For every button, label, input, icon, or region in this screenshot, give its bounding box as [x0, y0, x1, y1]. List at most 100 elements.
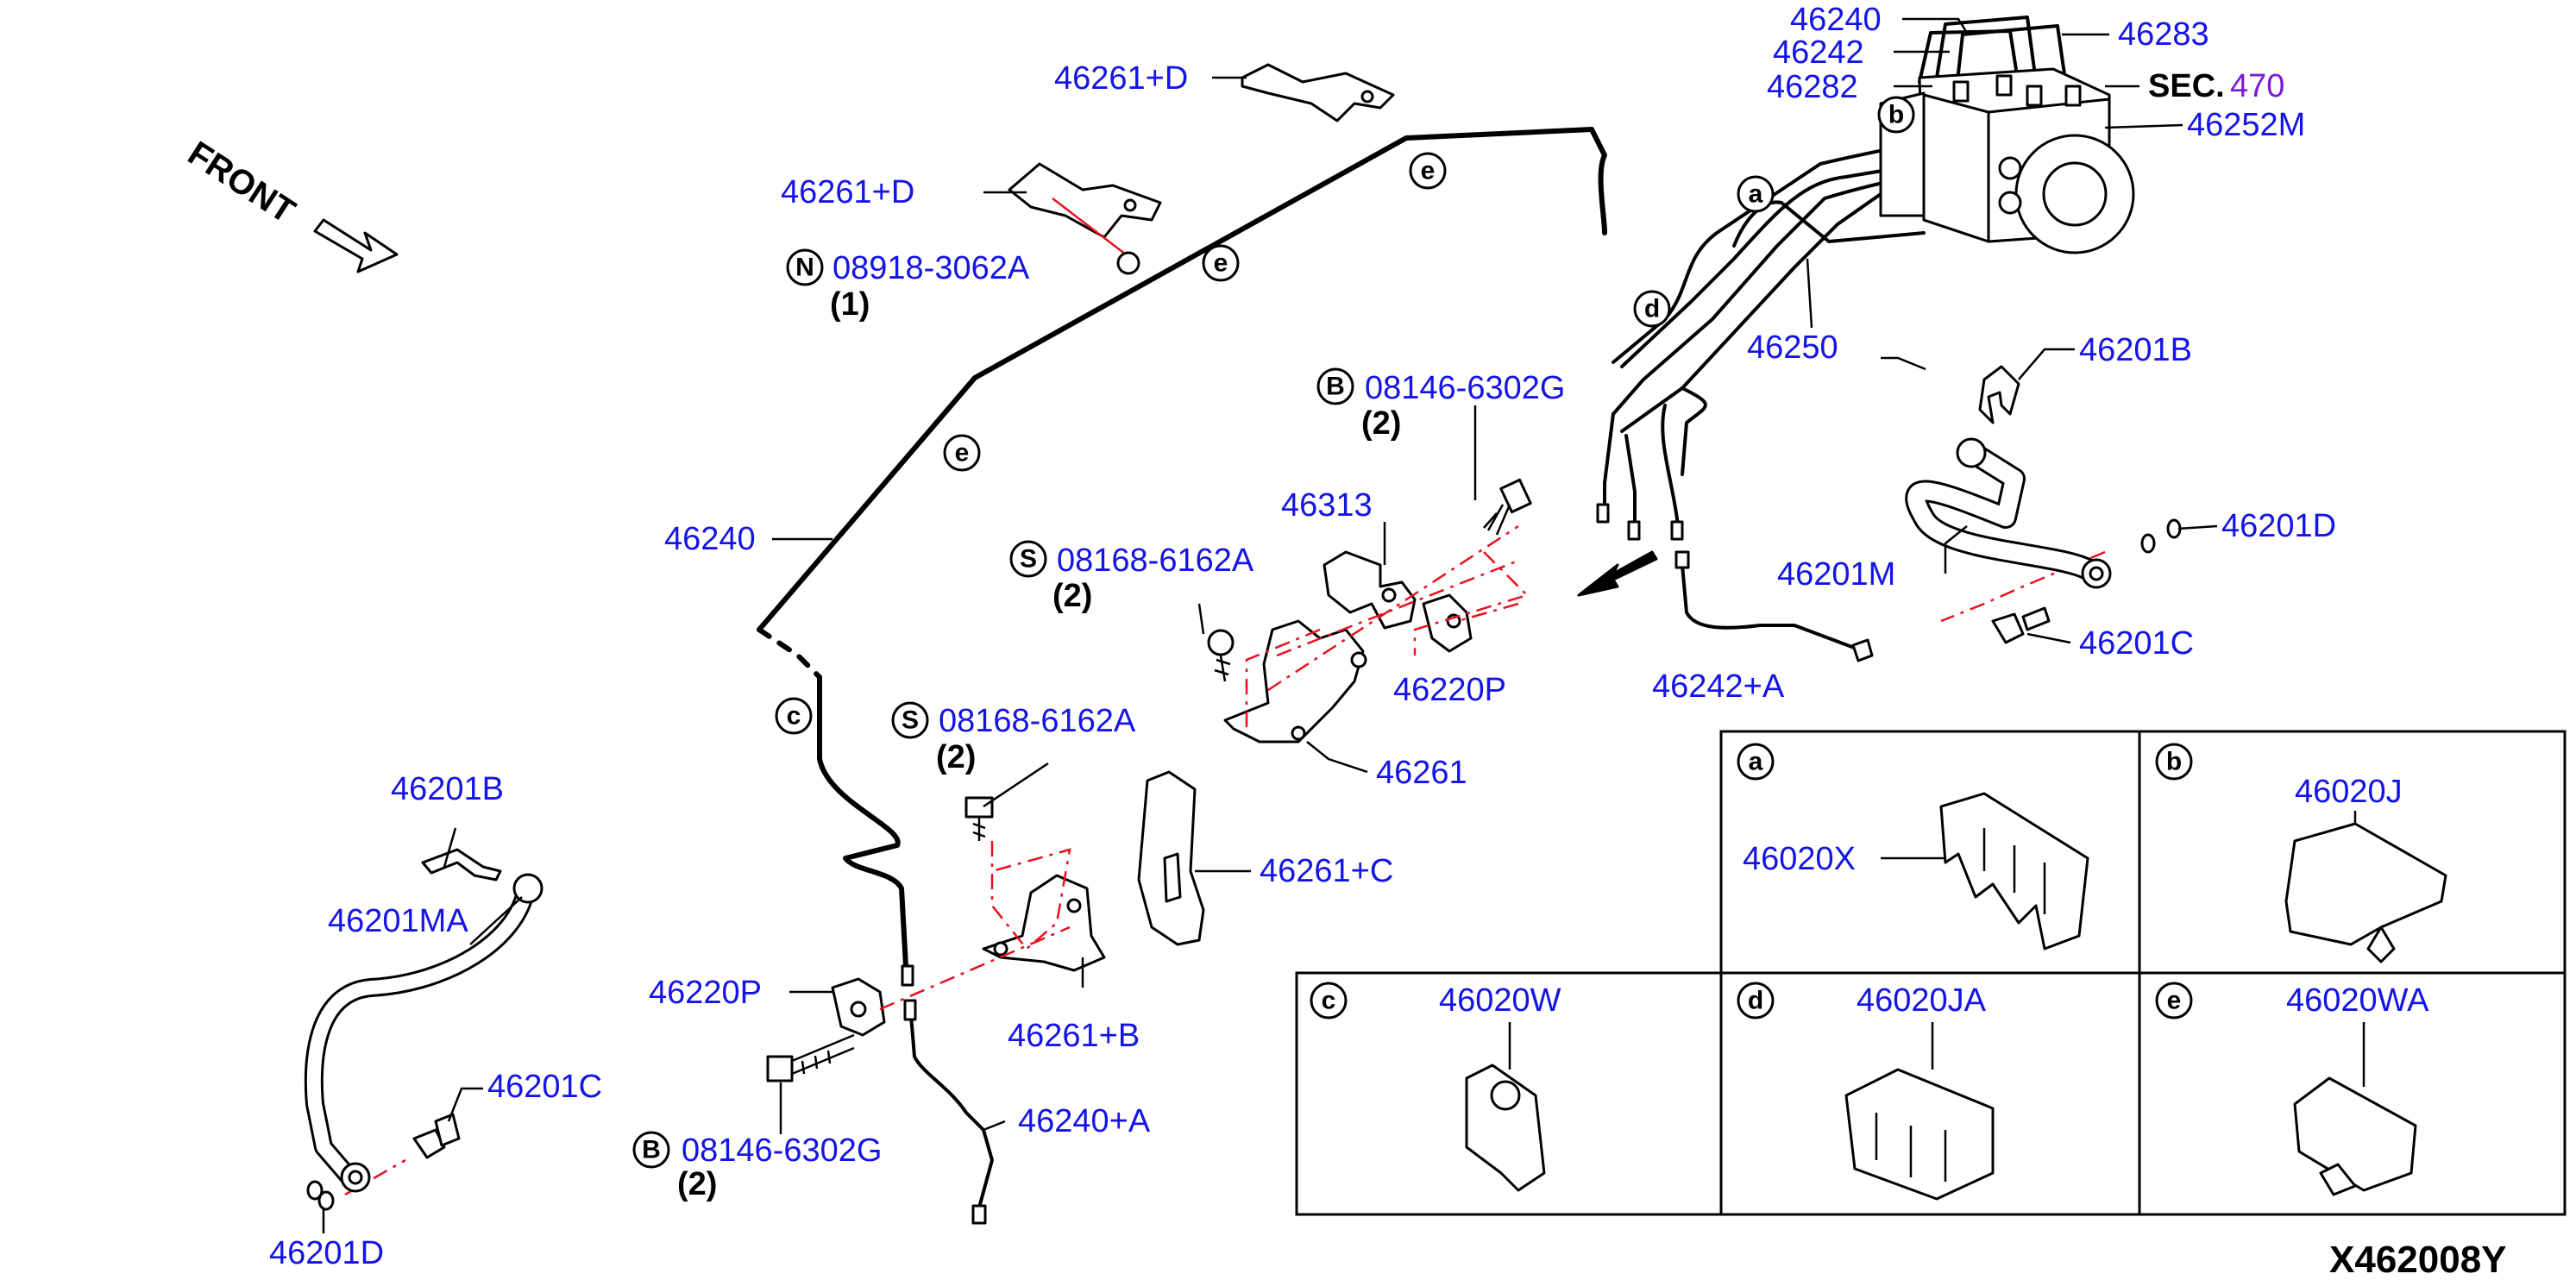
part-46313: 46313 — [1281, 487, 1373, 524]
bracket-46261B — [982, 874, 1106, 972]
svg-text:d: d — [1644, 295, 1660, 323]
part-46261D-upper: 46261+D — [1054, 60, 1188, 97]
part-46020JA: 46020JA — [1857, 982, 1987, 1019]
pipe-fitting — [1851, 638, 1874, 662]
part-46240-top: 46240 — [1790, 2, 1882, 38]
brake-pipe-46240-lower — [817, 675, 908, 969]
part-46242A: 46242+A — [1652, 668, 1785, 705]
section-prefix: SEC. — [2148, 68, 2225, 104]
part-46283: 46283 — [2118, 16, 2209, 53]
part-46252M: 46252M — [2187, 107, 2305, 143]
part-46020W: 46020W — [1439, 982, 1561, 1019]
brake-pipe-46240 — [757, 127, 1607, 632]
svg-text:b: b — [1888, 101, 1904, 129]
svg-text:(2): (2) — [1052, 578, 1092, 614]
bolt-08146-6302G-upper — [1483, 478, 1532, 536]
pipe-fitting — [971, 1204, 987, 1225]
svg-text:a: a — [1749, 180, 1763, 209]
clip-ref-e3: e — [943, 434, 981, 472]
front-arrow-icon — [313, 218, 399, 273]
svg-text:c: c — [787, 702, 801, 731]
svg-text:(2): (2) — [677, 1166, 717, 1202]
inset-cell-b: b 46020J — [2155, 743, 2447, 963]
screw-08168-6162A-upper — [1207, 629, 1235, 682]
part-46201M: 46201M — [1777, 556, 1895, 593]
part-46201D-right: 46201D — [2221, 508, 2336, 544]
bracket-46261D-lower — [1008, 162, 1162, 239]
svg-text:e: e — [1421, 157, 1436, 185]
clip-46020WA-icon — [2293, 1076, 2417, 1192]
svg-text:(2): (2) — [936, 739, 976, 775]
clip-ref-d: d — [1633, 290, 1671, 328]
part-46240-main: 46240 — [664, 521, 756, 557]
svg-text:08146-6302G: 08146-6302G — [1365, 370, 1565, 406]
clip-ref-b: b — [1877, 96, 1915, 134]
part-46261B: 46261+B — [1008, 1018, 1140, 1054]
pipe-fitting — [901, 964, 914, 987]
pipe-fitting — [1674, 550, 1690, 569]
block-46220P-left — [831, 977, 886, 1037]
section-reference: SEC. 470 — [2148, 68, 2284, 104]
bolt-46201C-left — [412, 1113, 461, 1159]
brake-pipe-46242A — [1681, 563, 1865, 653]
leader-lines — [322, 17, 2218, 1233]
brake-hose-46201M — [1905, 437, 2112, 589]
brake-hose-46201MA — [304, 873, 543, 1193]
brake-pipe-46240-break — [757, 627, 822, 680]
svg-text:N: N — [795, 254, 814, 282]
svg-text:08146-6302G: 08146-6302G — [682, 1133, 882, 1169]
part-46201D-left: 46201D — [269, 1235, 384, 1271]
svg-text:e: e — [1214, 249, 1228, 278]
svg-text:08918-3062A: 08918-3062A — [832, 250, 1030, 286]
part-46201MA: 46201MA — [328, 903, 468, 939]
part-46020X: 46020X — [1743, 841, 1856, 877]
clip-ref-e1: e — [1409, 152, 1447, 190]
flow-direction-arrow-icon — [1577, 550, 1658, 597]
part-labels: 46240 46242 46282 46283 46252M 46250 462… — [269, 2, 2336, 1271]
part-46242-top: 46242 — [1773, 35, 1864, 71]
inset-cell-a: a 46020X — [1737, 743, 2089, 951]
clip-ref-e2: e — [1202, 244, 1240, 282]
svg-text:S: S — [1020, 545, 1037, 574]
washer-46201D-left — [306, 1180, 335, 1211]
svg-text:b: b — [2166, 748, 2182, 776]
part-46250: 46250 — [1747, 329, 1838, 366]
part-46220P-right: 46220P — [1393, 672, 1506, 708]
svg-text:e: e — [955, 439, 970, 467]
pipe-fitting — [903, 999, 917, 1021]
brake-pipe-46240A — [908, 1003, 994, 1209]
bolt-08146-6302G-lower — [766, 1033, 855, 1082]
diagram-code: X462008Y — [2329, 1239, 2507, 1280]
svg-text:d: d — [1748, 987, 1763, 1015]
svg-text:S: S — [902, 706, 919, 735]
inset-cell-d: d 46020JA — [1737, 982, 1995, 1201]
bracket-46261C — [1137, 770, 1205, 946]
centerline — [1052, 198, 1127, 255]
svg-text:e: e — [2167, 987, 2182, 1015]
part-46201B-left: 46201B — [391, 771, 504, 807]
nut-08918-3062A — [1116, 251, 1140, 275]
bracket-46261D-upper — [1241, 63, 1395, 122]
bolt-46201C-right — [1991, 606, 2051, 644]
bracket-46313 — [1323, 550, 1417, 630]
part-46261C: 46261+C — [1260, 853, 1393, 889]
clip-ref-c: c — [775, 697, 813, 735]
svg-text:B: B — [642, 1136, 661, 1164]
part-46201B-right: 46201B — [2079, 332, 2192, 368]
block-46220P-right — [1422, 593, 1473, 653]
clip-46201B-left — [421, 848, 502, 882]
fastener-nut: N 08918-3062A (1) — [786, 248, 1030, 323]
inset-cell-e: e 46020WA — [2155, 982, 2429, 1196]
part-46201C-left: 46201C — [487, 1069, 602, 1105]
part-46261D-lower: 46261+D — [781, 174, 914, 210]
svg-text:(1): (1) — [830, 286, 870, 323]
fastener-bolt-upper: B 08146-6302G (2) — [1316, 367, 1565, 442]
fastener-screw-lower: S 08168-6162A (2) — [891, 701, 1136, 775]
fastener-bolt-lower: B 08146-6302G (2) — [632, 1131, 882, 1202]
inset-cell-c: c 46020W — [1310, 982, 1561, 1192]
svg-text:(2): (2) — [1361, 405, 1401, 442]
part-46220P-left: 46220P — [649, 975, 762, 1011]
part-46240A: 46240+A — [1018, 1103, 1151, 1139]
clip-ref-a: a — [1737, 175, 1775, 213]
